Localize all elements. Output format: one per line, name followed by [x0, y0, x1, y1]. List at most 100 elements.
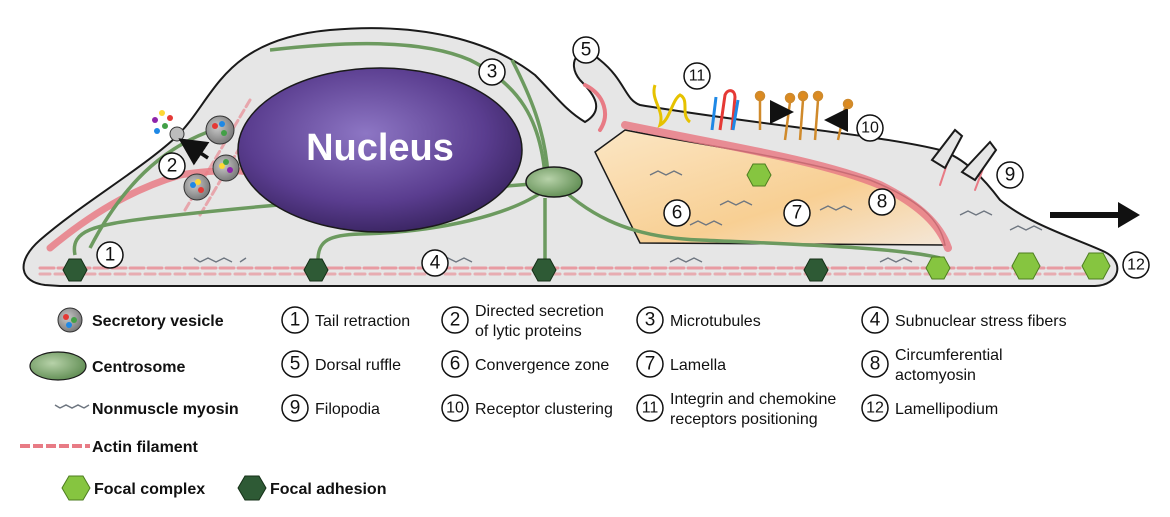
legend-label-line: Tail retraction: [315, 313, 410, 330]
numbered-legend-item-9: 9 Filopodia: [281, 394, 380, 422]
legend-label-line: Directed secretion: [475, 303, 604, 320]
legend-label-line: actomyosin: [895, 367, 976, 384]
numbered-legend-item-11: 11 Integrin and chemokine receptors positi…: [636, 391, 836, 428]
numbered-legend-item-2: 2 Directed secretion of lytic proteins: [441, 303, 604, 340]
legend-label-line: Circumferential: [895, 347, 1003, 364]
svg-text:9: 9: [1005, 165, 1016, 186]
legend-number-circle: [441, 350, 469, 378]
focal-adhesion: [303, 258, 329, 282]
svg-text:2: 2: [167, 156, 178, 177]
focal-adhesion: [531, 258, 557, 282]
svg-text:Focal adhesion: Focal adhesion: [270, 481, 386, 498]
svg-text:5: 5: [581, 40, 592, 61]
filopodia: [930, 128, 998, 182]
legend-number: 6: [450, 354, 461, 375]
legend-label-line: receptors positioning: [670, 411, 818, 428]
legend-focal-adhesion: Focal adhesion: [237, 475, 386, 501]
cell-body: [22, 27, 1119, 287]
marker-8: 8: [868, 188, 896, 216]
svg-text:4: 4: [430, 253, 441, 274]
legend-number: 7: [645, 354, 656, 375]
legend-centrosome: Centrosome: [29, 351, 185, 381]
chemokine-receptors: [754, 90, 854, 141]
legend-number-circle: [441, 306, 469, 334]
legend-label-line: Lamella: [670, 357, 726, 374]
legend-number-circle: [861, 394, 889, 422]
marker-3: 3: [478, 58, 506, 86]
svg-text:Secretory vesicle: Secretory vesicle: [92, 313, 224, 330]
marker-12: 12: [1122, 251, 1150, 279]
marker-4: 4: [421, 249, 449, 277]
legend-number: 9: [290, 398, 301, 419]
marker-5: 5: [572, 36, 600, 64]
secretory-vesicles: [152, 110, 240, 201]
marker-9: 9: [996, 161, 1024, 189]
focal-complex: [1081, 252, 1111, 280]
legend-number-circle: [636, 394, 664, 422]
legend-number-circle: [861, 350, 889, 378]
legend-label-line: of lytic proteins: [475, 323, 582, 340]
svg-text:6: 6: [672, 203, 683, 224]
legend-number-circle: [281, 394, 309, 422]
legend-number-circle: [281, 350, 309, 378]
numbered-legend-item-7: 7 Lamella: [636, 350, 726, 378]
legend-label-line: Receptor clustering: [475, 401, 613, 418]
integrin-receptors: [652, 84, 740, 131]
focal-complex: [925, 256, 951, 280]
focal-complex: [1011, 252, 1041, 280]
numbered-legend-item-12: 12 Lamellipodium: [861, 394, 998, 422]
numbered-legend-item-10: 10 Receptor clustering: [441, 394, 613, 422]
legend-number: 11: [642, 400, 659, 417]
legend-focal-complex: Focal complex: [61, 475, 205, 501]
myosin-glyphs: [193, 170, 1043, 263]
migration-arrow-head: [1118, 202, 1140, 228]
legend-number: 5: [290, 354, 301, 375]
legend-number-circle: [636, 306, 664, 334]
marker-6: 6: [663, 199, 691, 227]
svg-text:Actin filament: Actin filament: [92, 439, 198, 456]
numbered-legend-item-3: 3 Microtubules: [636, 306, 761, 334]
legend-number: 12: [866, 400, 884, 417]
centrosome: [525, 166, 583, 198]
legend-number-circle: [861, 306, 889, 334]
legend-number: 3: [645, 310, 656, 331]
svg-text:7: 7: [792, 203, 803, 224]
svg-text:12: 12: [1127, 257, 1145, 274]
legend-number: 10: [446, 400, 464, 417]
marker-2: 2: [158, 152, 186, 180]
legend-label-line: Lamellipodium: [895, 401, 998, 418]
numbered-legend-item-5: 5 Dorsal ruffle: [281, 350, 401, 378]
marker-10: 10: [856, 114, 884, 142]
legend-label-line: Filopodia: [315, 401, 380, 418]
legend-label-line: Microtubules: [670, 313, 761, 330]
svg-text:1: 1: [105, 245, 116, 266]
legend-label-line: Subnuclear stress fibers: [895, 313, 1067, 330]
svg-text:8: 8: [877, 192, 888, 213]
legend-number-circle: [441, 394, 469, 422]
svg-text:11: 11: [689, 68, 706, 85]
marker-11: 11: [683, 62, 711, 90]
nucleus-label: Nucleus: [306, 127, 454, 169]
legend-label-line: Integrin and chemokine: [670, 391, 836, 408]
marker-7: 7: [783, 199, 811, 227]
focal-adhesion: [803, 258, 829, 282]
legend-nonmuscle-myosin: Nonmuscle myosin: [54, 401, 239, 418]
numbered-legend-item-6: 6 Convergence zone: [441, 350, 609, 378]
legend-number: 2: [450, 310, 461, 331]
legend-secretory-vesicle: Secretory vesicle: [57, 307, 224, 333]
legend-number-circle: [281, 306, 309, 334]
legend-label-line: Convergence zone: [475, 357, 609, 374]
svg-text:3: 3: [487, 62, 498, 83]
focal-adhesion: [62, 258, 88, 282]
legend-number: 8: [870, 354, 881, 375]
svg-text:10: 10: [861, 120, 879, 137]
legend-label-line: Dorsal ruffle: [315, 357, 401, 374]
focal-complexes: [746, 163, 1111, 280]
svg-text:Nonmuscle myosin: Nonmuscle myosin: [92, 401, 239, 418]
legend-actin-filament: Actin filament: [20, 439, 198, 456]
diagram-numbers: 1 2 3 4 5 6 7 8 9 10 11 12: [96, 36, 1150, 279]
